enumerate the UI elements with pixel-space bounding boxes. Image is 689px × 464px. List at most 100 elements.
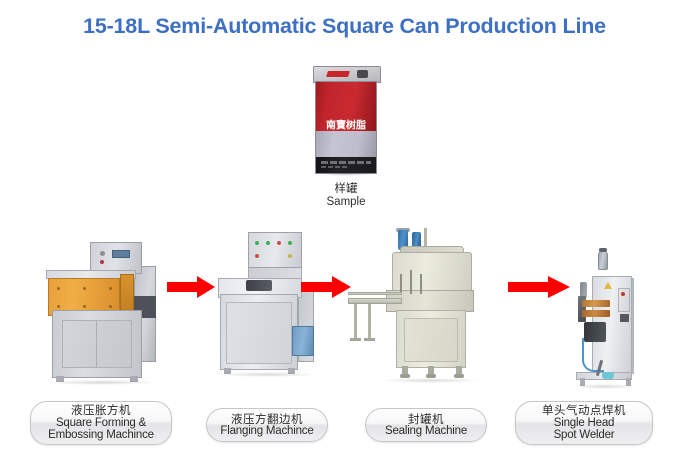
m3-base-door bbox=[404, 318, 458, 362]
machine-flanging bbox=[212, 230, 322, 388]
m1-leg bbox=[56, 376, 64, 382]
m2-flanging-tool bbox=[246, 280, 272, 291]
can-cap bbox=[357, 70, 368, 78]
m3-foot-pad bbox=[426, 374, 436, 378]
m4-transformer-block bbox=[584, 322, 606, 342]
m2-button-white bbox=[266, 254, 270, 258]
m1-leg bbox=[130, 376, 138, 382]
m4-shadow bbox=[572, 384, 638, 389]
m3-mast bbox=[424, 228, 427, 248]
station-label-en: Flanging Machince bbox=[220, 425, 314, 437]
m3-spindle bbox=[420, 274, 422, 294]
can-brand-text: 南寶树脂 bbox=[326, 120, 366, 132]
sample-caption-en: Sample bbox=[326, 196, 366, 208]
m2-button-red bbox=[255, 254, 259, 258]
station-label-cn: 封罐机 bbox=[408, 411, 444, 426]
m4-lower-welding-arm bbox=[582, 310, 610, 317]
station-label-sealing[interactable]: 封罐机 Sealing Machine bbox=[365, 408, 487, 442]
station-label-square-forming[interactable]: 液压胀方机 Square Forming & Embossing Machinc… bbox=[30, 401, 172, 445]
m3-spindle bbox=[410, 270, 412, 294]
station-label-cn: 液压方翻边机 bbox=[231, 411, 303, 426]
station-label-spot-welder[interactable]: 单头气动点焊机 Single Head Spot Welder bbox=[515, 401, 653, 445]
m3-foot-pad bbox=[400, 374, 410, 378]
m2-leg bbox=[224, 368, 231, 374]
station-label-en-line2: Spot Welder bbox=[553, 429, 615, 442]
can-gray-band bbox=[316, 131, 376, 157]
m3-spindle bbox=[400, 274, 402, 294]
arrow-3-icon bbox=[508, 276, 570, 298]
m3-conveyor-leg bbox=[354, 304, 357, 340]
m2-leg bbox=[288, 368, 295, 374]
square-can-graphic: 南寶树脂 bbox=[313, 66, 381, 174]
m1-display-screen bbox=[112, 250, 130, 258]
m2-button-white bbox=[277, 254, 281, 258]
m1-base-panel bbox=[62, 320, 132, 368]
m2-shadow bbox=[214, 372, 320, 377]
can-fineprint-line-1 bbox=[321, 160, 371, 164]
m3-blue-motor-2 bbox=[412, 232, 421, 250]
station-label-cn: 单头气动点焊机 bbox=[542, 403, 626, 418]
m3-conveyor-foot bbox=[364, 338, 375, 341]
m1-die-bolt bbox=[57, 305, 60, 308]
m1-die-bolt bbox=[83, 287, 86, 290]
can-body: 南寶树脂 bbox=[315, 81, 377, 174]
m3-leg bbox=[428, 366, 434, 376]
m3-conveyor-leg bbox=[368, 304, 371, 340]
can-shadow bbox=[317, 172, 375, 176]
m4-vertical-rod bbox=[632, 278, 634, 374]
station-label-en-line1: Square Forming & bbox=[55, 416, 147, 429]
m3-conveyor-foot bbox=[350, 338, 361, 341]
m1-shadow bbox=[46, 380, 158, 385]
m4-air-hose bbox=[582, 338, 604, 372]
m2-indicator-lamp-green bbox=[255, 241, 259, 245]
m4-nameplate bbox=[620, 314, 629, 322]
m1-die-bolt bbox=[57, 287, 60, 290]
can-dark-band bbox=[316, 156, 376, 173]
m2-cabinet-door bbox=[226, 302, 292, 364]
can-red-band bbox=[316, 82, 376, 132]
m3-leg bbox=[456, 366, 462, 376]
m4-leg bbox=[580, 378, 585, 386]
m3-foot-pad bbox=[454, 374, 464, 378]
m1-die-bolt bbox=[109, 287, 112, 290]
m1-control-column bbox=[90, 242, 142, 274]
sample-can-image: 南寶树脂 bbox=[311, 54, 383, 176]
m1-knob bbox=[100, 251, 105, 256]
machine-square-forming bbox=[38, 240, 166, 388]
m3-leg bbox=[402, 366, 408, 376]
m3-conveyor-rail bbox=[348, 292, 402, 295]
m3-infeed-conveyor bbox=[348, 298, 402, 304]
m1-orange-side-block bbox=[120, 274, 134, 314]
m1-base-seam bbox=[96, 320, 97, 368]
can-handle bbox=[326, 71, 350, 77]
m3-shadow bbox=[378, 378, 482, 383]
arrow-2-icon bbox=[301, 276, 351, 298]
m1-orange-forming-die bbox=[48, 278, 120, 316]
m2-indicator-lamp-green bbox=[288, 241, 292, 245]
m4-panel-indicator bbox=[621, 292, 625, 296]
station-label-en-line2: Embossing Machince bbox=[48, 429, 154, 442]
m2-blue-panel bbox=[292, 326, 314, 356]
m3-sealing-head bbox=[392, 252, 472, 296]
m4-warning-icon bbox=[604, 282, 612, 289]
station-label-flanging[interactable]: 液压方翻边机 Flanging Machince bbox=[206, 408, 328, 442]
m4-air-cylinder bbox=[580, 282, 587, 298]
m4-upper-welding-arm bbox=[582, 300, 610, 307]
m2-indicator-lamp-red bbox=[277, 241, 281, 245]
m1-die-bolt bbox=[109, 305, 112, 308]
page-title: 15-18L Semi-Automatic Square Can Product… bbox=[83, 14, 606, 38]
m2-control-panel bbox=[248, 232, 302, 268]
machine-spot-welder bbox=[570, 248, 642, 389]
m3-blue-motor-1 bbox=[398, 230, 408, 250]
station-label-en-line1: Single Head bbox=[553, 416, 615, 429]
sample-caption: 样罐 Sample bbox=[296, 181, 396, 209]
m4-arm-holder bbox=[578, 296, 586, 322]
m2-button-yellow bbox=[288, 254, 292, 258]
station-label-cn: 液压胀方机 bbox=[71, 403, 131, 418]
sample-caption-cn: 样罐 bbox=[334, 181, 358, 195]
m1-die-bolt bbox=[83, 305, 86, 308]
m1-emergency-button bbox=[100, 260, 104, 264]
m4-cylinder-cap bbox=[599, 248, 607, 252]
m4-foot-pedal bbox=[602, 372, 614, 379]
m2-indicator-lamp-green bbox=[266, 241, 270, 245]
